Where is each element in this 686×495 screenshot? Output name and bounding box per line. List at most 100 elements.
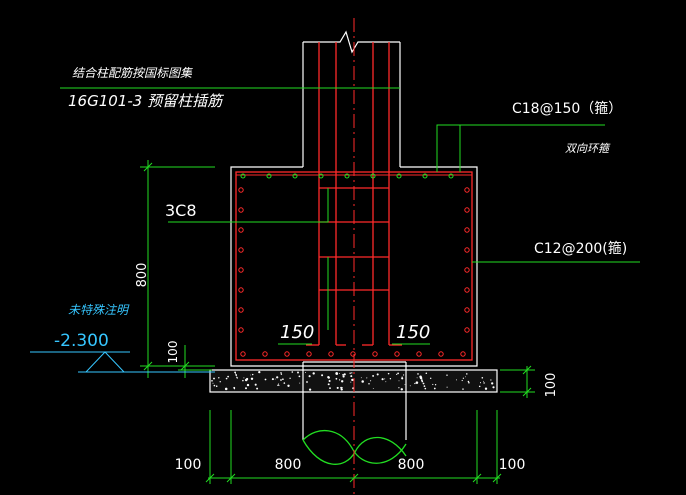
cushion-speckle (236, 377, 238, 379)
stirrup-top-label: C18@150（箍） (512, 100, 622, 117)
cushion-speckle (385, 381, 387, 383)
cushion-speckle (211, 379, 213, 382)
side-bar-dot (464, 307, 470, 313)
cushion-speckle (398, 380, 400, 382)
cushion-speckle (361, 380, 364, 383)
cushion-speckle (341, 387, 343, 389)
cushion-speckle (368, 382, 370, 385)
cushion-speckle (424, 387, 427, 390)
cushion-speckle (466, 373, 468, 375)
cushion-speckle (264, 378, 267, 381)
cushion-speckle (280, 373, 283, 375)
cushion-speckle (235, 375, 237, 377)
cushion-speckle (287, 384, 290, 387)
cushion-speckle (215, 385, 218, 387)
cushion-speckle (233, 388, 236, 390)
cushion-speckle (350, 381, 352, 383)
cushion-speckle (481, 377, 484, 379)
cushion-speckle (254, 383, 257, 386)
bottom-bar-dot (328, 351, 334, 357)
cushion-speckle (372, 374, 375, 377)
cushion-speckle (401, 377, 404, 380)
cushion-speckle (350, 375, 353, 378)
side-bar-dot (464, 187, 470, 193)
cushion-speckle (349, 372, 351, 374)
cushion-speckle (297, 371, 299, 374)
top-bar-dot (318, 173, 324, 179)
cushion-speckle (465, 376, 467, 378)
cushion-speckle (219, 381, 221, 383)
cushion-speckle (423, 385, 426, 387)
cushion-speckle (342, 373, 344, 376)
cushion-speckle (234, 372, 237, 374)
top-bar-dot (370, 173, 376, 179)
note-line-2: 16G101-3 预留柱插筋 (68, 92, 224, 110)
cushion-speckle (478, 385, 481, 388)
side-bar-dot (238, 307, 244, 313)
cushion-speckle (225, 377, 228, 380)
cushion-speckle (415, 381, 419, 384)
cushion-speckle (312, 372, 315, 375)
elevation-value: -2.300 (54, 331, 109, 351)
cushion-speckle (242, 379, 244, 382)
cushion-speckle (291, 371, 294, 373)
dim-height-main: 800 (135, 263, 150, 288)
cushion-speckle (329, 387, 331, 390)
side-bar-dot (464, 247, 470, 253)
side-bar-dot (464, 267, 470, 273)
cushion-speckle (429, 377, 432, 380)
cushion-speckle (224, 387, 228, 391)
cushion-speckle (276, 376, 279, 379)
cushion-speckle (372, 387, 374, 389)
dim-height-base: 100 (166, 341, 180, 364)
bottom-bar-dot (394, 351, 400, 357)
cushion-speckle (246, 383, 250, 387)
cushion-speckle (351, 372, 353, 374)
cushion-speckle (397, 372, 399, 375)
note-line-1: 结合柱配筋按国标图集 (72, 66, 193, 80)
elevation-marker (30, 351, 215, 373)
cushion-speckle (283, 382, 286, 384)
cushion-speckle (491, 383, 493, 385)
side-bar-dot (464, 327, 470, 333)
cushion-speckle (278, 384, 280, 386)
cushion-speckle (308, 388, 312, 391)
side-bar-dot (238, 267, 244, 273)
cushion-speckle (280, 372, 282, 374)
side-bar-dot (464, 207, 470, 213)
cushion-speckle (490, 379, 492, 381)
cushion-speckle (381, 378, 384, 381)
cushion-speckle (321, 374, 324, 377)
cushion-speckle (396, 373, 398, 375)
cushion-speckle (227, 375, 229, 378)
bottom-bar-dot (306, 351, 312, 357)
rebar-dots (238, 173, 470, 357)
cushion-speckle (446, 374, 448, 376)
cushion-speckle (335, 372, 338, 375)
cushion-speckle (245, 387, 247, 390)
cushion-speckle (339, 373, 340, 375)
cushion-speckle (341, 380, 344, 383)
cushion-speckle (400, 388, 403, 391)
cushion-speckle (280, 379, 282, 381)
cushion-speckle (342, 375, 345, 378)
cushion-speckle (250, 374, 252, 376)
side-bars-label: C12@200(箍) (534, 240, 627, 257)
cushion-speckle (340, 388, 343, 391)
cushion-speckle (370, 380, 372, 382)
cushion-speckle (376, 373, 379, 376)
cushion-speckle (338, 379, 341, 381)
cushion-speckle (282, 378, 284, 381)
cushion-speckle (327, 383, 330, 386)
hook-right-label: 150 (396, 322, 430, 343)
cushion-speckle (213, 384, 216, 387)
dimension-lines (140, 160, 535, 484)
top-bar-dot (266, 173, 272, 179)
column-outline (302, 30, 401, 167)
cushion-speckle (306, 381, 308, 383)
cushion-speckle (340, 386, 343, 389)
top-bar-dot (292, 173, 298, 179)
break-line-symbol (303, 30, 400, 54)
cushion-speckle (461, 379, 463, 382)
